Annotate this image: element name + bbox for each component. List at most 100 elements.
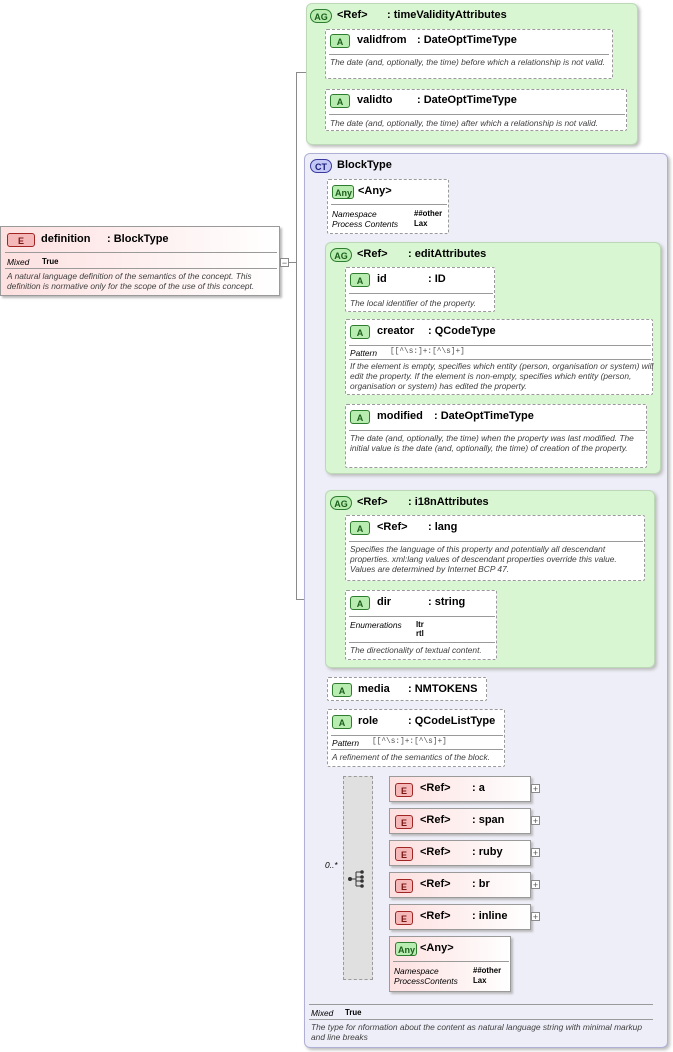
attribute-name: modified [377,410,423,422]
attribute-type: : DateOptTimeType [417,34,517,46]
divider [309,1019,653,1020]
attribute-badge: A [332,715,352,729]
attribute-type: : QCodeListType [408,715,496,727]
attribute-badge: A [350,325,370,339]
namespace-label: Namespace [394,966,439,976]
attribute-role[interactable]: A role : QCodeListType Pattern [[^\s:]+:… [327,709,505,767]
connector-trunk-v [296,72,297,600]
attribute-documentation: The date (and, optionally, the time) bef… [330,57,605,67]
element-name: : span [472,814,505,826]
divider [349,430,645,431]
choice-icon [348,870,364,888]
element-badge: E [395,847,413,861]
divider [349,541,643,542]
attribute-documentation: The directionality of textual content. [350,645,482,655]
pattern-value: [[^\s:]+:[^\s]+] [372,738,447,746]
attribute-creator[interactable]: A creator : QCodeType Pattern [[^\s:]+:[… [345,319,653,395]
element-badge: E [395,783,413,797]
expand-toggle[interactable]: + [531,816,540,826]
attribute-validfrom[interactable]: A validfrom : DateOptTimeType The date (… [325,29,613,79]
enumeration-value: rtl [416,629,424,638]
attribute-modified[interactable]: A modified : DateOptTimeType The date (a… [345,404,647,468]
group-ref: <Ref> [357,248,388,260]
attribute-type: : QCodeType [428,325,496,337]
mixed-label: Mixed [7,257,30,267]
element-ref: <Ref> [420,878,451,890]
pattern-label: Pattern [332,738,360,748]
attribute-documentation: The date (and, optionally, the time) aft… [330,118,598,128]
any-wildcard[interactable]: Any <Any> Namespace ##other Process Cont… [327,179,449,234]
expand-toggle[interactable]: + [531,784,540,794]
root-documentation: A natural language definition of the sem… [7,271,255,291]
attribute-name: dir [377,596,392,608]
attribute-badge: A [350,521,370,535]
mixed-value: True [42,257,59,266]
divider [393,961,509,962]
complex-type-name: BlockType [337,159,392,171]
attribute-name: media [358,683,390,695]
element-ref-br[interactable]: E <Ref> : br [389,872,531,898]
attribute-type: : DateOptTimeType [434,410,534,422]
element-ref-span[interactable]: E <Ref> : span [389,808,531,834]
connector-to-complex-type [296,599,306,600]
namespace-value: ##other [473,966,502,975]
choice-any-wildcard[interactable]: Any <Any> Namespace ##other ProcessConte… [389,936,511,992]
process-contents-value: Lax [414,219,428,228]
attribute-name: validto [357,94,393,106]
element-ref-a[interactable]: E <Ref> : a [389,776,531,802]
root-element-name: definition [41,233,91,245]
attribute-type: : DateOptTimeType [417,94,517,106]
complex-type-documentation: The type for nformation about the conten… [311,1022,642,1042]
attribute-dir[interactable]: A dir : string Enumerations ltr rtl The … [345,590,497,660]
enumerations-label: Enumerations [350,620,402,630]
attribute-name: creator [377,325,415,337]
expand-toggle[interactable]: + [531,880,540,890]
root-element-definition[interactable]: E definition : BlockType Mixed True A na… [0,226,280,296]
element-badge: E [7,233,35,247]
attribute-group-time-validity[interactable]: AG <Ref> : timeValidityAttributes A vali… [306,3,638,145]
any-badge: Any [332,185,354,199]
choice-occurrence: 0..* [325,860,338,870]
attribute-group-edit[interactable]: AG <Ref> : editAttributes A id : ID The … [325,242,661,474]
element-ref-ruby[interactable]: E <Ref> : ruby [389,840,531,866]
element-name: : ruby [472,846,503,858]
expand-toggle[interactable]: + [531,912,540,922]
attribute-validto[interactable]: A validto : DateOptTimeType The date (an… [325,89,627,131]
element-ref-inline[interactable]: E <Ref> : inline [389,904,531,930]
divider [349,345,651,346]
attribute-name: : lang [428,521,458,533]
expand-toggle[interactable]: + [531,848,540,858]
attribute-id[interactable]: A id : ID The local identifier of the pr… [345,267,495,312]
attribute-name: id [377,273,387,285]
connector-to-time-group [296,72,306,73]
pattern-value: [[^\s:]+:[^\s]+] [390,348,465,356]
attribute-lang[interactable]: A <Ref> : lang Specifies the language of… [345,515,645,581]
any-badge: Any [395,942,417,956]
enumeration-value: ltr [416,620,424,629]
complex-type-blocktype[interactable]: CT BlockType Any <Any> Namespace ##other… [304,153,668,1048]
element-badge: E [395,815,413,829]
element-ref: <Ref> [420,846,451,858]
attribute-name: validfrom [357,34,407,46]
attribute-badge: A [330,34,350,48]
element-ref: <Ref> [420,782,451,794]
complex-type-badge: CT [310,159,332,173]
root-element-type: : BlockType [107,233,169,245]
process-contents-label: ProcessContents [394,976,458,986]
any-name: <Any> [420,942,454,954]
element-name: : inline [472,910,508,922]
divider [309,1004,653,1005]
choice-compositor[interactable] [343,776,373,980]
collapse-toggle[interactable]: − [280,258,289,268]
attribute-badge: A [332,683,352,697]
namespace-value: ##other [414,209,443,218]
attribute-badge: A [350,596,370,610]
divider [349,616,495,617]
divider [329,54,609,55]
element-ref: <Ref> [420,814,451,826]
mixed-label: Mixed [311,1008,334,1018]
attribute-group-i18n[interactable]: AG <Ref> : i18nAttributes A <Ref> : lang… [325,490,655,668]
divider [349,642,495,643]
attribute-media[interactable]: A media : NMTOKENS [327,677,487,701]
divider [5,268,277,269]
